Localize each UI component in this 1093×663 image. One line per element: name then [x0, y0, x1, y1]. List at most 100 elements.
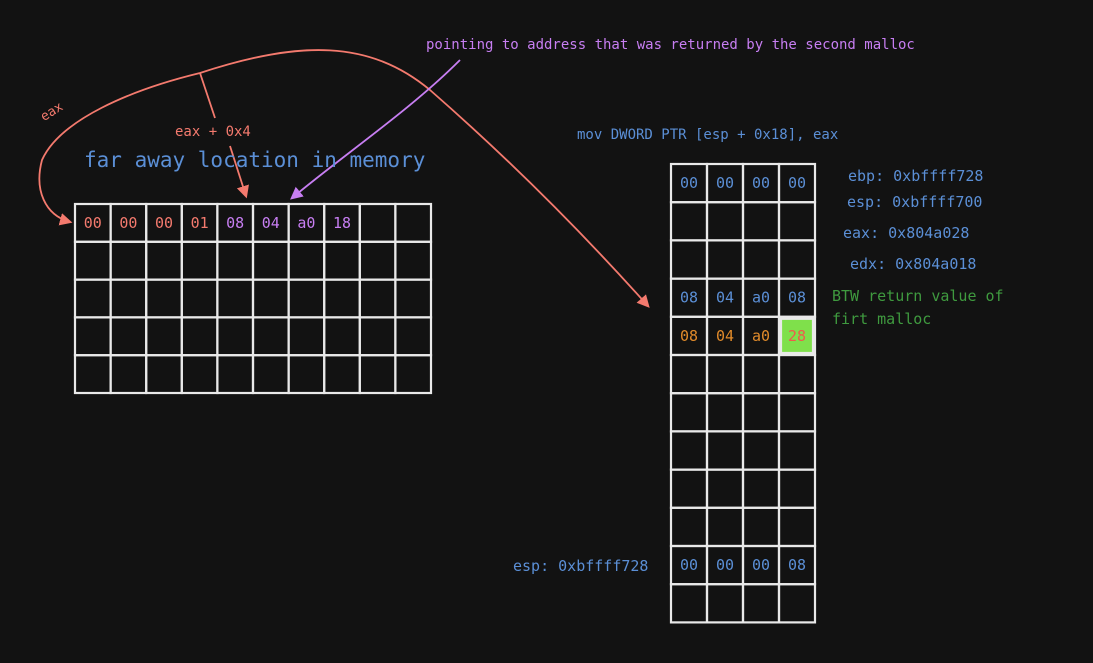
heap-cell	[394, 240, 433, 281]
heap-byte-value: a0	[297, 214, 315, 232]
heap-cell	[287, 240, 326, 281]
heap-byte-value: 01	[191, 214, 209, 232]
stack-byte-value: 04	[716, 327, 734, 345]
heap-byte-value: 18	[333, 214, 351, 232]
instruction-label: mov DWORD PTR [esp + 0x18], eax	[577, 127, 839, 143]
stack-cell	[705, 201, 745, 242]
heap-cell	[287, 354, 326, 395]
stack-byte-value: 04	[716, 289, 734, 307]
far-away-label: far away location in memory	[84, 148, 426, 172]
malloc-note-arrow	[290, 59, 461, 200]
heap-byte-value: 00	[155, 214, 173, 232]
stack-cell	[669, 353, 709, 395]
heap-cell	[251, 240, 290, 281]
register-esp: esp: 0xbffff700	[847, 193, 983, 211]
stack-cell	[741, 353, 781, 395]
heap-cell	[180, 278, 219, 319]
stack-cell	[705, 239, 745, 280]
stack-byte-value: 00	[680, 556, 698, 574]
heap-cell	[251, 278, 290, 319]
stack-cell	[669, 239, 709, 280]
heap-cell	[358, 278, 397, 319]
stack-cell	[741, 583, 781, 624]
heap-cell	[109, 278, 148, 319]
stack-cell	[777, 468, 817, 509]
stack-cell	[777, 392, 817, 433]
heap-cell	[323, 316, 361, 357]
esp-bottom-label: esp: 0xbffff728	[513, 557, 649, 575]
stack-cell	[741, 506, 781, 548]
heap-cell	[216, 316, 255, 357]
heap-cell	[145, 240, 183, 281]
stack-byte-value: 00	[752, 556, 770, 574]
stack-cell	[669, 392, 709, 433]
heap-cell	[145, 354, 183, 395]
heap-cell	[323, 240, 361, 281]
stack-cell	[705, 353, 745, 395]
heap-cell	[323, 278, 361, 319]
heap-byte-value: 08	[226, 214, 244, 232]
stack-byte-value: 08	[680, 289, 698, 307]
heap-cell	[358, 240, 397, 281]
register-ebp: ebp: 0xbffff728	[848, 167, 984, 185]
heap-cell	[109, 316, 148, 357]
eax-offset-tick	[199, 72, 216, 119]
heap-cell	[109, 354, 148, 395]
heap-cell	[180, 354, 219, 395]
heap-cell	[394, 278, 433, 319]
stack-byte-value: 00	[716, 556, 734, 574]
heap-cell	[73, 240, 112, 281]
stack-cell	[705, 468, 745, 509]
stack-cell	[669, 201, 709, 242]
stack-cell	[741, 468, 781, 509]
heap-cell	[358, 316, 397, 357]
heap-cell	[145, 278, 183, 319]
stack-cell	[777, 239, 817, 280]
heap-cell	[73, 316, 112, 357]
eax-offset-arrow	[229, 145, 249, 199]
heap-cell	[358, 354, 397, 395]
stack-byte-value: 28	[788, 327, 806, 345]
heap-cell	[394, 316, 433, 357]
stack-cell	[741, 201, 781, 242]
stack-cell	[777, 201, 817, 242]
heap-cell	[216, 240, 255, 281]
heap-byte-value: 00	[84, 214, 102, 232]
heap-cell	[358, 202, 397, 243]
stack-byte-value: 00	[752, 174, 770, 192]
eax-offset-label: eax + 0x4	[175, 124, 251, 140]
register-edx: edx: 0x804a018	[850, 255, 977, 273]
stack-cell	[777, 430, 817, 471]
stack-byte-value: a0	[752, 327, 770, 345]
stack-cell	[669, 506, 709, 548]
highlighted-return-byte	[779, 317, 815, 355]
stack-byte-value: 08	[788, 289, 806, 307]
stack-cell	[669, 583, 709, 624]
stack-cell	[669, 468, 709, 509]
heap-cell	[287, 278, 326, 319]
heap-memory-grid: 00 00 00 01 08 04 a0 18	[73, 202, 433, 395]
stack-cell	[777, 583, 817, 624]
btw-note-line2: firt malloc	[832, 310, 932, 328]
stack-byte-value: 00	[788, 174, 806, 192]
stack-byte-value: 00	[716, 174, 734, 192]
stack-cell	[777, 506, 817, 548]
heap-cell	[145, 316, 183, 357]
heap-cell	[109, 240, 148, 281]
heap-cell	[394, 202, 433, 243]
heap-cell	[394, 354, 433, 395]
heap-cell	[323, 354, 361, 395]
stack-cell	[705, 392, 745, 433]
eax-left-arrow	[38, 72, 201, 226]
heap-byte-value: 00	[119, 214, 137, 232]
heap-cell	[251, 316, 290, 357]
stack-byte-value: 00	[680, 174, 698, 192]
btw-note-line1: BTW return value of	[832, 287, 1004, 305]
heap-cell	[73, 278, 112, 319]
heap-byte-value: 04	[262, 214, 280, 232]
heap-cell	[73, 354, 112, 395]
stack-cell	[741, 239, 781, 280]
heap-cell	[287, 316, 326, 357]
heap-cell	[216, 278, 255, 319]
stack-byte-value: 08	[680, 327, 698, 345]
